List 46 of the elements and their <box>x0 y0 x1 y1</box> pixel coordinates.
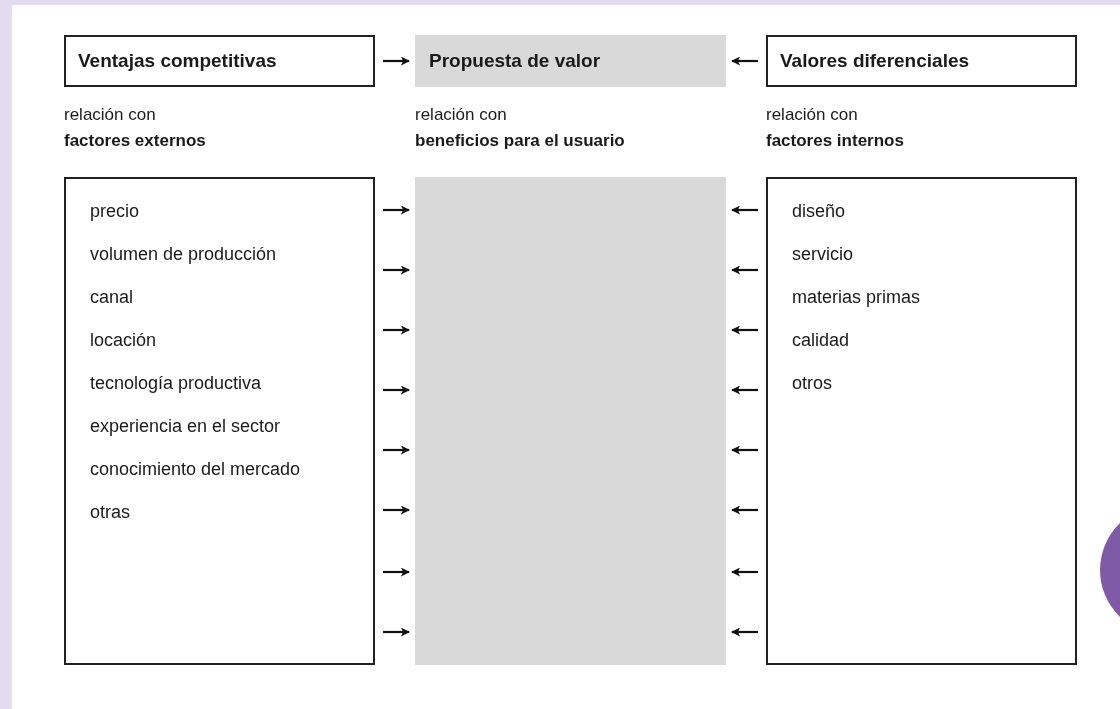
factor-list-box <box>64 177 375 665</box>
arrow <box>383 56 410 66</box>
list-item-text: servicio <box>792 243 854 266</box>
list-item-text: canal <box>90 286 135 309</box>
list-item-text: tecnología productiva <box>90 372 263 395</box>
relation-text: relación con <box>766 104 858 126</box>
list-item-text: locación <box>90 329 158 352</box>
factor-heading-text: factores externos <box>64 130 206 152</box>
list-item-text: precio <box>90 200 141 223</box>
heading-box <box>64 35 375 87</box>
arrow <box>731 385 758 395</box>
factor-heading-text: beneficios para el usuario <box>415 130 625 152</box>
arrow <box>731 627 758 637</box>
heading-text: Ventajas competitivas <box>78 48 277 73</box>
arrow <box>383 445 410 455</box>
heading-box <box>766 35 1077 87</box>
arrow <box>383 627 410 637</box>
list-item-text: otras <box>90 501 132 524</box>
arrow <box>731 505 758 515</box>
arrow <box>383 567 410 577</box>
relation-text: relación con <box>64 104 156 126</box>
arrow <box>731 445 758 455</box>
heading-text: Propuesta de valor <box>429 48 601 73</box>
list-item-text: otros <box>792 372 834 395</box>
list-item-text: materias primas <box>792 286 922 309</box>
arrow <box>383 325 410 335</box>
list-item-text: volumen de producción <box>90 243 278 266</box>
list-item-text: diseño <box>792 200 847 223</box>
arrow <box>731 265 758 275</box>
list-item-text: calidad <box>792 329 851 352</box>
arrow <box>383 385 410 395</box>
arrow <box>731 205 758 215</box>
arrow <box>731 567 758 577</box>
factor-heading-text: factores internos <box>766 130 904 152</box>
heading-text: Valores diferenciales <box>780 48 970 73</box>
arrow <box>383 265 410 275</box>
value-heading-box <box>415 35 726 87</box>
list-item-text: experiencia en el sector <box>90 415 282 438</box>
arrow <box>731 56 758 66</box>
arrow <box>383 505 410 515</box>
value-box <box>415 177 726 665</box>
factor-list-box <box>766 177 1077 665</box>
arrow <box>731 325 758 335</box>
relation-text: relación con <box>415 104 507 126</box>
arrow <box>383 205 410 215</box>
list-item-text: conocimiento del mercado <box>90 458 302 481</box>
